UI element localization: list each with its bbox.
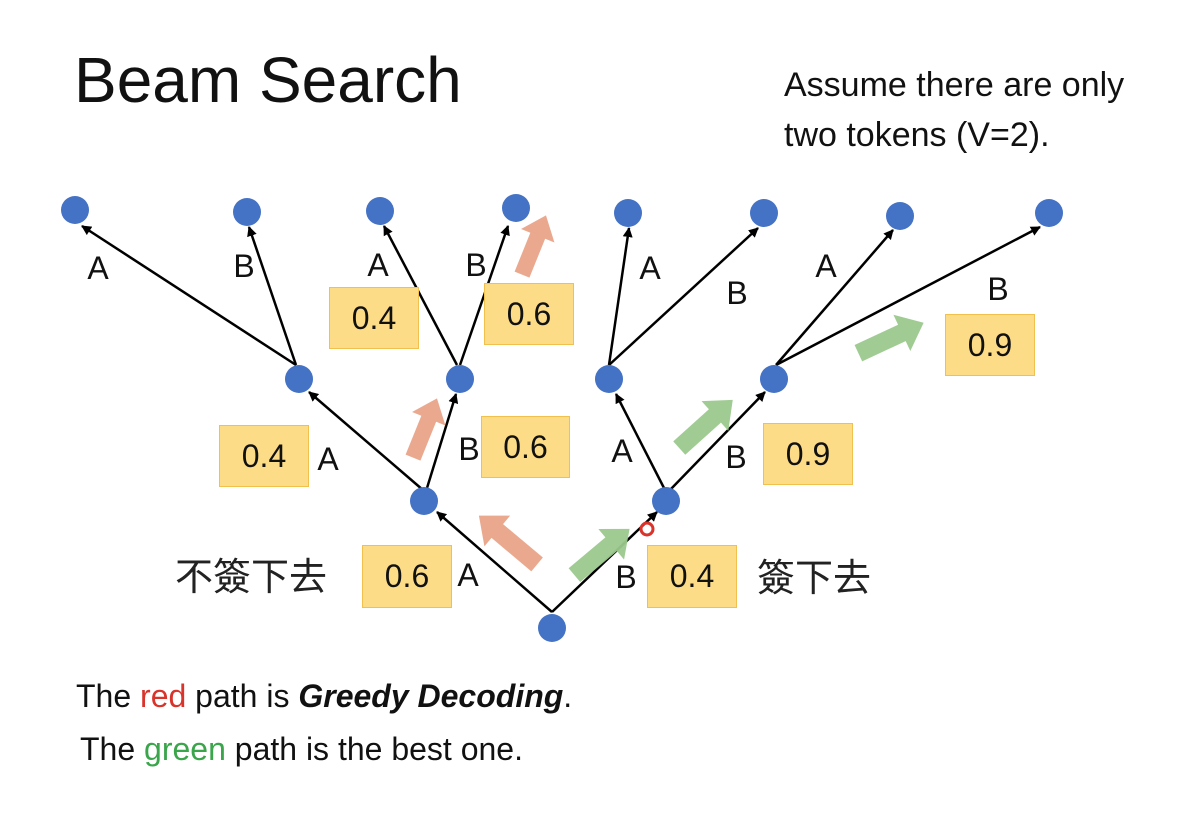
node-abb <box>502 194 530 222</box>
page-title: Beam Search <box>74 44 462 116</box>
edge-label-b: B <box>465 247 487 283</box>
edge-label-b: B <box>726 275 748 311</box>
probability-box: 0.6 <box>484 283 574 345</box>
edge-aa-b <box>247 226 298 366</box>
caption-red-word: red <box>140 678 187 714</box>
green-arrow-icon <box>568 528 630 583</box>
node-b <box>652 487 680 515</box>
node-aa <box>285 365 313 393</box>
edge-label-a: A <box>367 247 389 283</box>
side-label-left: 不簽下去 <box>175 555 328 599</box>
green-arrow-icon <box>854 314 924 362</box>
probability-box: 0.4 <box>219 425 309 487</box>
node-baa <box>614 199 642 227</box>
edge-aa-a <box>81 224 297 367</box>
caption-greedy-term: Greedy Decoding <box>298 678 564 714</box>
node-bbb <box>1035 199 1063 227</box>
probability-box: 0.4 <box>647 545 737 608</box>
assumption-line-2: two tokens (V=2). <box>784 116 1050 154</box>
probability-box: 0.9 <box>945 314 1035 376</box>
caption-text: path is the best one. <box>225 731 523 767</box>
caption-text: . <box>563 678 573 714</box>
red-arrow-icon <box>514 215 555 278</box>
node-bab <box>750 199 778 227</box>
caption-greedy: The red path is Greedy Decoding. <box>76 680 572 712</box>
edge-ba-a <box>607 227 633 366</box>
node-a <box>410 487 438 515</box>
greedy-path-arrows <box>405 215 555 572</box>
edge-label-b: B <box>458 431 480 467</box>
caption-text: path is <box>186 678 299 714</box>
tree-nodes <box>61 194 1063 642</box>
edge-a-a <box>308 391 424 491</box>
node-root <box>538 614 566 642</box>
edge-ab-a <box>382 225 459 366</box>
green-arrow-icon <box>673 399 733 455</box>
edge-bb-a <box>775 229 894 366</box>
edge-label-b: B <box>987 271 1009 307</box>
node-aab <box>233 198 261 226</box>
caption-green-word: green <box>144 731 226 767</box>
tree-edges <box>81 224 1041 613</box>
edge-a-b <box>425 393 459 489</box>
probability-box: 0.9 <box>763 423 853 485</box>
node-bba <box>886 202 914 230</box>
assumption-note: Assume there are only two tokens (V=2). <box>784 60 1124 160</box>
red-arrow-icon <box>405 398 446 461</box>
edge-root-a <box>436 511 553 613</box>
edge-label-b: B <box>615 559 637 595</box>
edge-label-a: A <box>87 250 109 286</box>
probability-box: 0.6 <box>362 545 452 608</box>
edge-label-a: A <box>457 557 479 593</box>
probability-box: 0.6 <box>481 416 570 478</box>
edge-label-a: A <box>317 441 339 477</box>
probability-box: 0.4 <box>329 287 419 349</box>
edge-b-b <box>669 391 766 491</box>
edge-label-a: A <box>815 248 837 284</box>
node-aba <box>366 197 394 225</box>
caption-text: The <box>80 731 145 767</box>
node-ab <box>446 365 474 393</box>
node-aaa <box>61 196 89 224</box>
edge-root-b <box>551 511 658 613</box>
best-path-arrows <box>568 314 924 583</box>
edge-label-b: B <box>233 248 255 284</box>
node-bb <box>760 365 788 393</box>
side-label-right: 簽下去 <box>757 556 872 600</box>
assumption-line-1: Assume there are only <box>784 66 1125 104</box>
caption-text: The <box>76 678 141 714</box>
edge-label-a: A <box>611 433 633 469</box>
pointer-cursor-icon <box>639 521 655 537</box>
red-arrow-icon <box>478 515 543 572</box>
node-ba <box>595 365 623 393</box>
edge-label-a: A <box>639 250 661 286</box>
edge-label-b: B <box>725 439 747 475</box>
edge-ba-b <box>608 227 759 366</box>
edge-b-a <box>614 393 666 489</box>
edge-bb-b <box>775 225 1041 367</box>
caption-best: The green path is the best one. <box>80 733 523 765</box>
